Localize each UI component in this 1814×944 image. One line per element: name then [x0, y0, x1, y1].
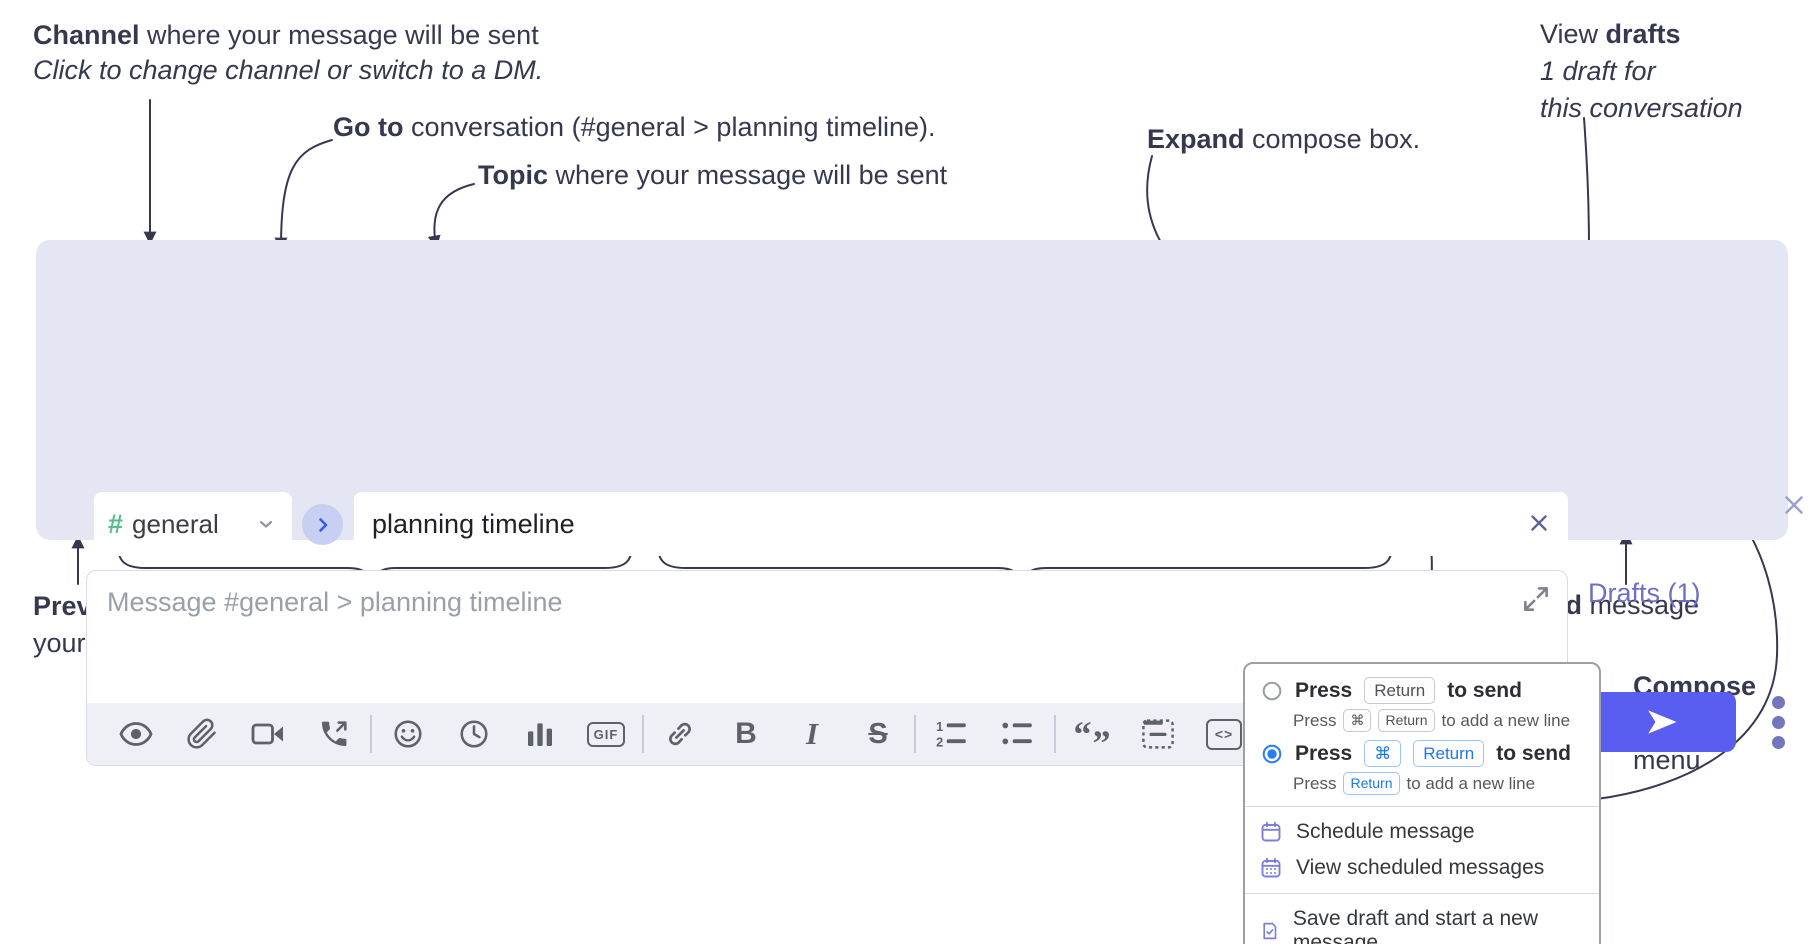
link-icon: [669, 722, 691, 746]
topic-input[interactable]: [354, 492, 1568, 556]
spoiler-icon: [1142, 719, 1174, 749]
radio-selected-icon: [1262, 744, 1282, 763]
radio-unselected-icon: [1262, 681, 1282, 700]
ellipsis-dot: [1771, 695, 1785, 709]
close-compose-button[interactable]: [1776, 488, 1812, 524]
toolbar-divider: [370, 715, 372, 753]
cmd-key-chip: ⌘: [1364, 740, 1402, 767]
topic-input-wrap: [354, 492, 1568, 556]
italic-icon: I: [805, 716, 819, 751]
numbered-list-button[interactable]: 1 2: [919, 706, 985, 762]
ellipsis-dot: [1771, 715, 1785, 729]
menu-item-save-draft-new-message[interactable]: Save draft and start a new message: [1245, 901, 1599, 944]
audio-call-button[interactable]: [301, 706, 367, 762]
poll-button[interactable]: [507, 706, 573, 762]
menu-item-schedule-message[interactable]: Schedule message: [1245, 814, 1599, 850]
drafts-link[interactable]: Drafts (1): [1588, 578, 1701, 608]
svg-text:1: 1: [936, 720, 943, 734]
close-icon: [1785, 495, 1803, 514]
option-press-cmd-return-to-send[interactable]: Press ⌘ Return to send: [1245, 736, 1599, 771]
send-paper-plane-icon: [1648, 710, 1677, 734]
compose-box: # general: [36, 240, 1803, 766]
chevron-right-icon: [318, 517, 327, 532]
numbered-list-icon: 1 2: [936, 720, 966, 750]
link-button[interactable]: [647, 706, 713, 762]
code-button[interactable]: <>: [1191, 706, 1257, 762]
compose-options-menu-button[interactable]: [1762, 692, 1794, 752]
video-camera-icon: [251, 723, 283, 745]
save-draft-icon: [1263, 922, 1277, 940]
expand-diagonal-icon: [1524, 586, 1548, 611]
strikethrough-icon: S: [868, 717, 888, 750]
quote-button[interactable]: “”: [1059, 706, 1125, 762]
video-call-button[interactable]: [235, 706, 301, 762]
gif-icon: GIF: [586, 721, 626, 747]
option-return-subtext: Press ⌘ Return to add a new line: [1245, 708, 1599, 736]
toolbar-divider: [1054, 715, 1056, 753]
smiley-icon: [394, 720, 422, 748]
drafts-callout: View drafts 1 draft for this conversatio…: [1540, 19, 1743, 123]
bulleted-list-icon: [1002, 722, 1032, 745]
expand-callout: Expand compose box.: [1147, 124, 1421, 154]
channel-callout: Channel where your message will be sent …: [33, 20, 544, 85]
bar-chart-icon: [528, 723, 552, 746]
go-to-conversation-button[interactable]: [302, 504, 343, 545]
attach-file-button[interactable]: [169, 706, 235, 762]
toolbar-divider: [642, 715, 644, 753]
preview-button[interactable]: [103, 706, 169, 762]
topic-callout: Topic where your message will be sent: [478, 160, 948, 190]
cmd-key-chip: ⌘: [1343, 709, 1372, 732]
bulleted-list-button[interactable]: [985, 706, 1051, 762]
send-button[interactable]: [1588, 692, 1736, 752]
return-key-chip: Return: [1364, 677, 1436, 704]
clock-icon: [460, 720, 488, 748]
emoji-button[interactable]: [375, 706, 441, 762]
calendar-days-icon: [1261, 857, 1281, 878]
toolbar-divider: [914, 715, 916, 753]
close-icon: [1531, 514, 1547, 531]
goto-callout: Go to conversation (#general > planning …: [333, 112, 936, 142]
italic-button[interactable]: I: [779, 706, 845, 762]
channel-selector[interactable]: # general: [94, 492, 292, 556]
option-cmd-return-subtext: Press Return to add a new line: [1245, 771, 1599, 799]
return-key-chip: Return: [1378, 709, 1435, 732]
calendar-icon: [1261, 821, 1281, 842]
gif-button[interactable]: GIF: [573, 706, 639, 762]
bold-button[interactable]: B: [713, 706, 779, 762]
expand-compose-button[interactable]: [1519, 583, 1553, 617]
spoiler-button[interactable]: [1125, 706, 1191, 762]
code-icon: <>: [1206, 718, 1242, 750]
option-press-return-to-send[interactable]: Press Return to send: [1245, 673, 1599, 708]
quote-icon: “”: [1073, 714, 1111, 763]
return-key-chip: Return: [1413, 740, 1485, 767]
paperclip-icon: [187, 718, 216, 749]
menu-item-view-scheduled-messages[interactable]: View scheduled messages: [1245, 850, 1599, 886]
popup-divider: [1245, 806, 1599, 807]
channel-name: general: [132, 508, 219, 539]
bold-icon: B: [735, 717, 757, 750]
clear-topic-button[interactable]: [1522, 507, 1556, 541]
svg-text:2: 2: [936, 736, 943, 750]
ellipsis-dot: [1771, 735, 1785, 749]
global-time-button[interactable]: [441, 706, 507, 762]
channel-hash-icon: #: [108, 508, 124, 539]
phone-outgoing-icon: [322, 721, 347, 746]
popup-divider: [1245, 893, 1599, 894]
eye-icon: [119, 722, 153, 746]
compose-options-popup: Press Return to send Press ⌘ Return to a…: [1243, 662, 1601, 944]
chevron-down-icon: [259, 520, 273, 528]
return-key-chip: Return: [1343, 772, 1400, 795]
strikethrough-button[interactable]: S: [845, 706, 911, 762]
